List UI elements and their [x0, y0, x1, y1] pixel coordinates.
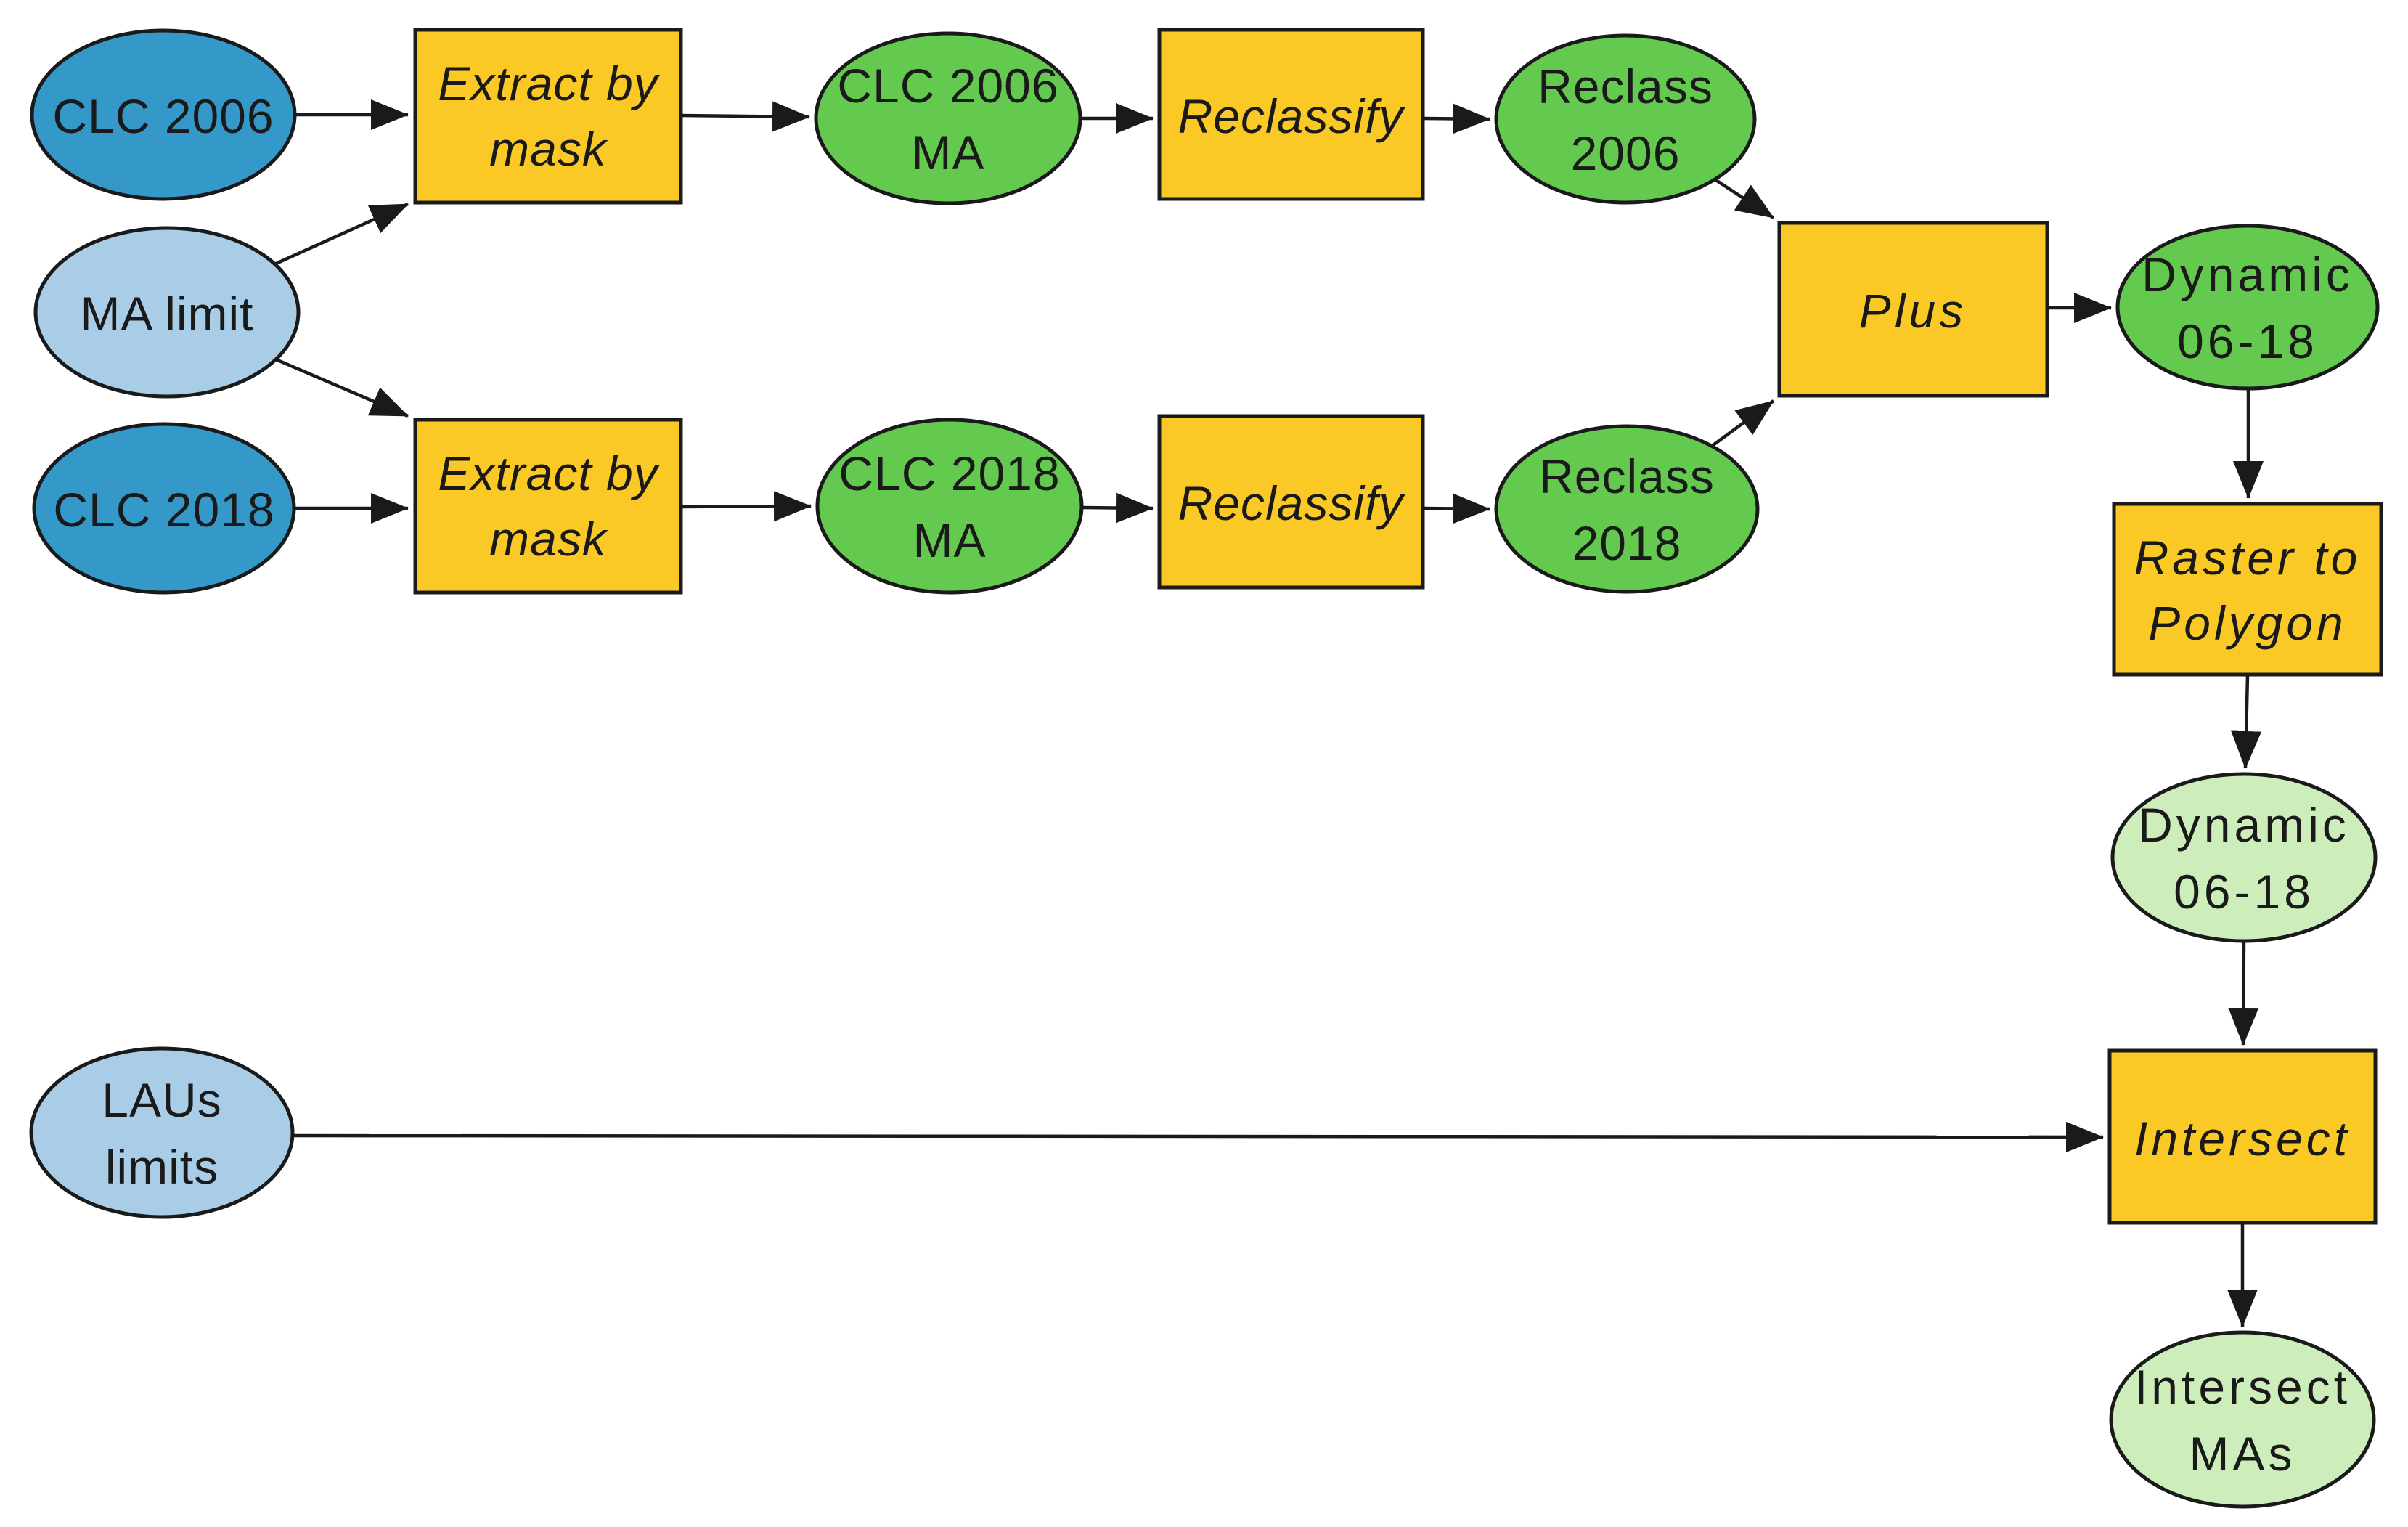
reclass-2006-label-line1: Reclass	[1538, 60, 1713, 113]
node-extract-by-mask-1: Extract by mask	[413, 28, 683, 205]
edge-reclass2018-plus	[1710, 399, 1775, 448]
dynamic-06-18-raster-label-line1: Dynamic	[2142, 248, 2354, 301]
reclass-2006-label-line2: 2006	[1571, 126, 1681, 180]
clc-2018-ma-label-line1: CLC 2018	[838, 447, 1060, 500]
intersect-mas-label-line2: MAs	[2189, 1427, 2296, 1481]
reclassify-1-label: Reclassify	[1178, 89, 1406, 143]
clc-2006-ma-label-line1: CLC 2006	[837, 59, 1058, 113]
raster-to-polygon-rect	[2112, 502, 2383, 677]
reclass-2018-label-line1: Reclass	[1539, 449, 1715, 503]
ma-limit-ellipse	[33, 226, 301, 399]
clc-2018-ma-label-line2: MA	[913, 513, 987, 567]
extract-by-mask-2-label-line2: mask	[489, 512, 608, 566]
reclass-2006-ellipse	[1494, 33, 1757, 205]
edge-rastertopolygon-dynamic0618polygon	[2231, 675, 2262, 769]
edge-reclassify1-reclass2006	[1422, 103, 1490, 134]
node-intersect: Intersect	[2107, 1048, 2378, 1225]
edge-extract1-clc2006ma	[680, 101, 810, 132]
node-ma-limit: MA limit	[33, 226, 301, 399]
dynamic-06-18-raster-ellipse	[2115, 224, 2380, 391]
node-clc-2006: CLC 2006	[30, 28, 297, 201]
raster-to-polygon-label-line2: Polygon	[2148, 596, 2347, 650]
laus-limits-label-line2: limits	[105, 1140, 219, 1194]
extract-by-mask-1-rect	[413, 28, 683, 205]
intersect-label: Intersect	[2134, 1112, 2351, 1165]
edge-layer	[274, 99, 2264, 1327]
laus-limits-ellipse	[29, 1046, 295, 1219]
node-raster-to-polygon: Raster to Polygon	[2112, 502, 2383, 677]
reclassify-2-label: Reclassify	[1178, 476, 1406, 530]
dynamic-06-18-polygon-label-line1: Dynamic	[2138, 798, 2350, 852]
clc-2006-ma-label-line2: MA	[912, 126, 985, 179]
dynamic-06-18-raster-label-line2: 06-18	[2177, 314, 2318, 368]
raster-to-polygon-label-line1: Raster to	[2134, 531, 2362, 585]
reclassify-2-rect	[1157, 414, 1425, 590]
intersect-mas-ellipse	[2109, 1330, 2376, 1509]
node-laus-limits: LAUs limits	[29, 1046, 295, 1219]
node-extract-by-mask-2: Extract by mask	[413, 418, 683, 595]
plus-rect	[1777, 221, 2049, 398]
extract-by-mask-1-label-line1: Extract by	[438, 57, 660, 110]
node-clc-2018: CLC 2018	[32, 422, 296, 595]
node-reclass-2018: Reclass 2018	[1494, 424, 1760, 594]
plus-label: Plus	[1859, 284, 1967, 338]
node-clc-2006-ma: CLC 2006 MA	[814, 31, 1082, 205]
reclassify-1-rect	[1157, 28, 1425, 201]
dynamic-06-18-polygon-label-line2: 06-18	[2174, 865, 2314, 919]
intersect-rect	[2107, 1048, 2378, 1225]
node-reclass-2006: Reclass 2006	[1494, 33, 1757, 205]
edge-malimit-extract1	[274, 202, 409, 266]
node-dynamic-06-18-polygon: Dynamic 06-18	[2110, 772, 2378, 943]
clc-2006-label: CLC 2006	[52, 89, 274, 143]
extract-by-mask-2-label-line1: Extract by	[438, 447, 660, 500]
node-dynamic-06-18-raster: Dynamic 06-18	[2115, 224, 2380, 391]
node-plus: Plus	[1777, 221, 2049, 398]
reclass-2018-label-line2: 2018	[1572, 516, 1682, 570]
node-intersect-mas: Intersect MAs	[2109, 1330, 2376, 1509]
edge-reclassify2-reclass2018	[1422, 493, 1490, 524]
extract-by-mask-1-label-line2: mask	[489, 122, 608, 176]
edge-dynamic0618polygon-intersect	[2228, 941, 2259, 1046]
dynamic-06-18-polygon-ellipse	[2110, 772, 2378, 943]
laus-limits-label-line1: LAUs	[102, 1073, 221, 1127]
ma-limit-label: MA limit	[81, 287, 254, 341]
clc-2018-ellipse	[32, 422, 296, 595]
clc-2006-ellipse	[30, 28, 297, 201]
edge-extract2-clc2018ma	[680, 491, 812, 522]
clc-2006-ma-ellipse	[814, 31, 1082, 205]
edge-lauslimits-intersect	[293, 1121, 2104, 1152]
node-reclassify-2: Reclassify	[1157, 414, 1425, 590]
intersect-mas-label-line1: Intersect	[2134, 1360, 2351, 1414]
edge-reclass2006-plus	[1713, 178, 1775, 219]
edge-malimit-extract2	[275, 357, 409, 418]
clc-2018-ma-ellipse	[815, 418, 1084, 595]
node-clc-2018-ma: CLC 2018 MA	[815, 418, 1084, 595]
node-reclassify-1: Reclassify	[1157, 28, 1425, 201]
extract-by-mask-2-rect	[413, 418, 683, 595]
reclass-2018-ellipse	[1494, 424, 1760, 594]
clc-2018-label: CLC 2018	[53, 483, 274, 537]
